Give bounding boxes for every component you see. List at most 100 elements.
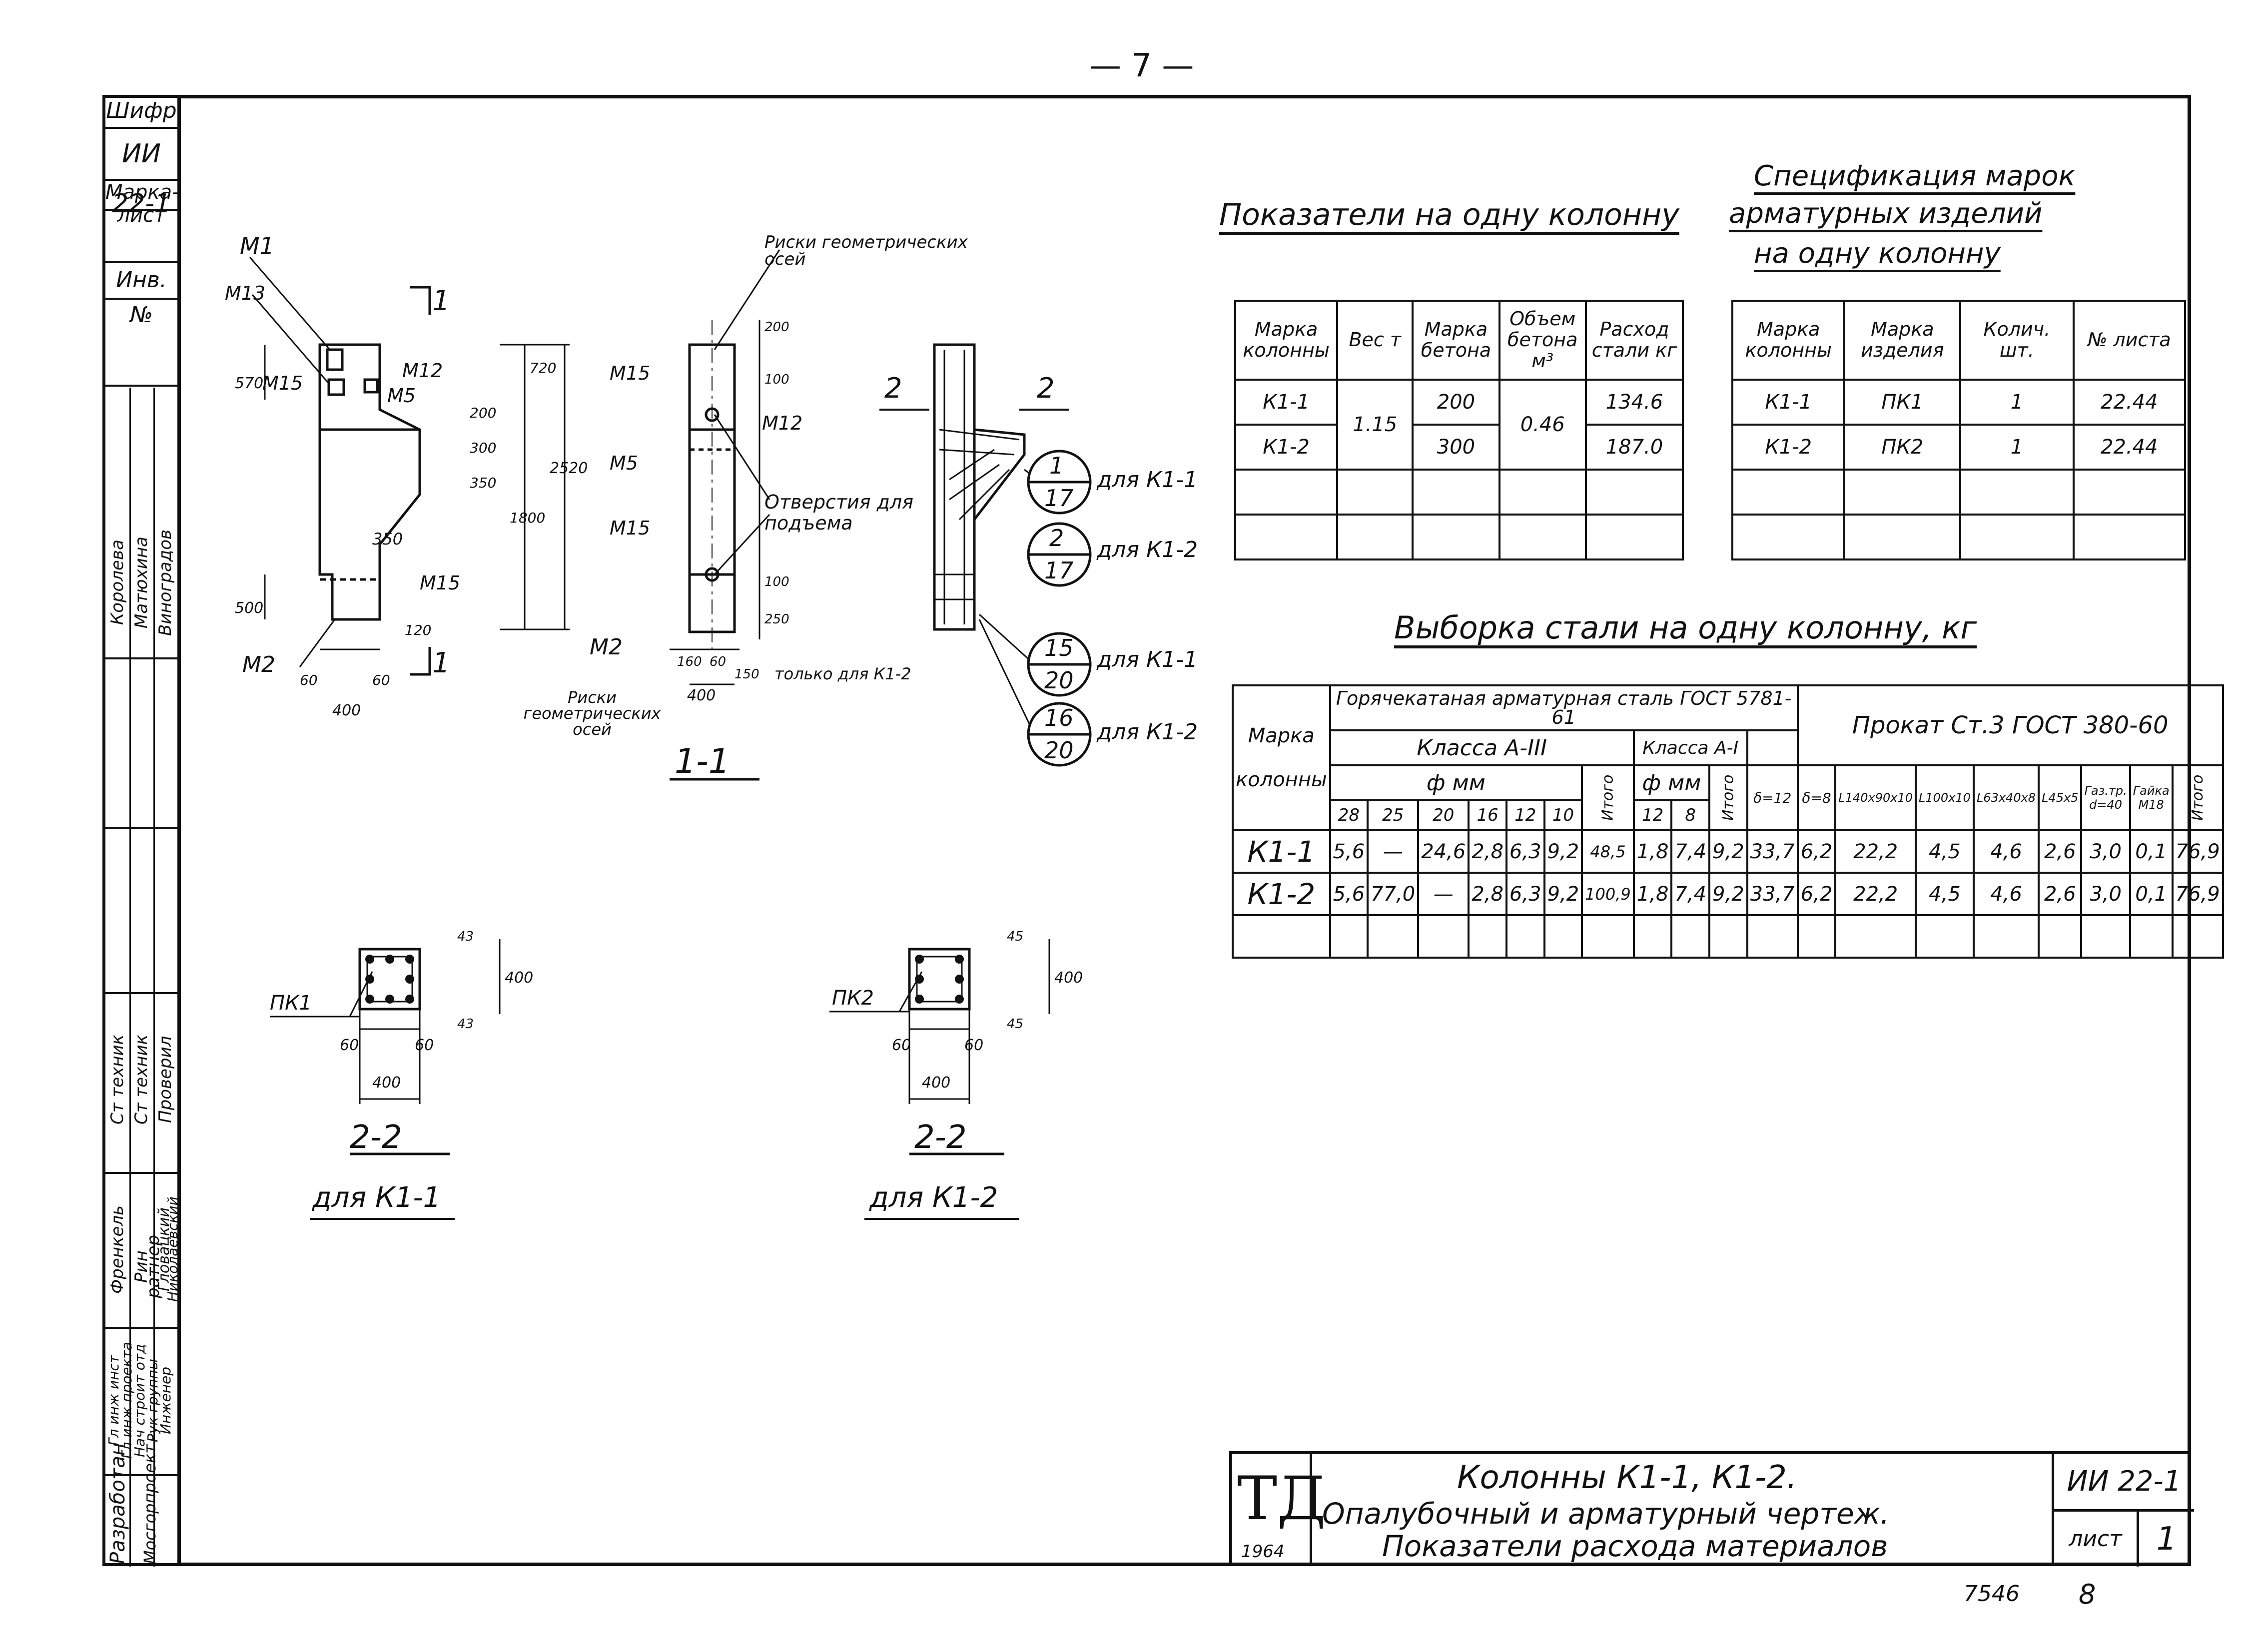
steel-cell: 100,9 [1581, 872, 1635, 916]
marka-list-empty [105, 211, 177, 263]
steel-cell-marka: К1-1 [1232, 829, 1331, 874]
inv-empty [105, 300, 177, 387]
embed-m12 [363, 378, 379, 394]
cross-2-dim-400v: 400 [1054, 969, 1083, 987]
label-m12: М12 [402, 360, 443, 382]
dim-160: 160 [677, 654, 702, 669]
callout-3-bottom: 20 [1044, 667, 1074, 694]
title-line1: Колонны К1-1, К1-2. [1457, 1459, 1797, 1496]
callout-3-label: для К1-1 [1097, 647, 1198, 672]
callout-1-top: 1 [1049, 452, 1064, 479]
label-lifting-holes: Отверстия для подъема [764, 491, 914, 534]
embed-m15 [327, 378, 345, 396]
steel-h-itogo-prokat: Итого [2172, 765, 2223, 830]
callout-4-label: для К1-2 [1097, 719, 1198, 745]
dim-720: 720 [530, 360, 557, 376]
steel-cell: 6,3 [1505, 872, 1545, 916]
steel-h-d8: δ=8 [1796, 764, 1837, 831]
steel-h-itogo-a1: Итого [1709, 765, 1747, 830]
steel-cell: 6,2 [1796, 872, 1837, 916]
steel-cell: 33,7 [1746, 872, 1799, 916]
footer-num2: 8 [2079, 1579, 2096, 1610]
steel-row-empty [1232, 914, 2224, 959]
steel-h-hot: Горячекатаная арматурная сталь ГОСТ 5781… [1329, 684, 1799, 731]
steel-cell: 9,2 [1708, 829, 1748, 874]
callout-2-top: 2 [1049, 525, 1064, 551]
spec-cell: 22.44 [2072, 424, 2187, 471]
label-axes-marks-top: Риски геометрических осей [764, 232, 968, 269]
steel-h-d12: δ=12 [1746, 764, 1799, 831]
title-logo: ТД [1237, 1464, 1326, 1534]
steel-cell: 0,1 [2129, 872, 2174, 916]
dim-100-side-b: 100 [764, 574, 789, 589]
steel-h-12: 12 [1505, 799, 1545, 831]
cross-1-title: 2-2 [350, 1119, 402, 1156]
steel-cell: 76,9 [2171, 872, 2224, 916]
steel-h-class3: Класса А-III [1329, 729, 1635, 766]
steel-h-phi-a1: ф мм [1632, 764, 1711, 801]
steel-h-l45: L45x5 [2038, 764, 2083, 831]
dim-100-side-a: 100 [764, 372, 789, 387]
dim-300: 300 [470, 440, 497, 456]
ind-cell: 134.6 [1584, 379, 1684, 426]
dim-60-b: 60 [372, 672, 390, 688]
title-year: 1964 [1241, 1542, 1285, 1562]
steel-cell: 2,8 [1468, 872, 1507, 916]
callout-2-bottom: 17 [1044, 557, 1074, 584]
title-line3: Показатели расхода материалов [1382, 1529, 1888, 1563]
cross-2-dim-45a: 45 [1007, 929, 1024, 944]
title-line2: Опалубочный и арматурный чертеж. [1322, 1497, 1890, 1531]
dim-200: 200 [470, 405, 497, 421]
steel-cell: 2,8 [1468, 829, 1507, 874]
section-mark-1-bottom: 1 [432, 647, 450, 679]
side-stamp: Шифр ИИ 22-1 Марка-лист Инв.№ Королева М… [102, 95, 181, 1567]
title-block: ТД 1964 Колонны К1-1, К1-2. Опалубочный … [1229, 1451, 2194, 1567]
steel-cell: 6,3 [1505, 829, 1545, 874]
steel-h-l140: L140x90x10 [1834, 764, 1917, 831]
label-side-m5: М5 [610, 452, 638, 474]
steel-h-marka: Марка колонны [1232, 684, 1331, 831]
steel-cell: — [1417, 872, 1470, 916]
ind-row-k1-1: К1-1 1.15 200 0.46 134.6 [1234, 379, 1684, 471]
callout-1-label: для К1-1 [1097, 467, 1198, 493]
steel-cell: 3,0 [2080, 872, 2131, 916]
spec-table: Марка колонны Марка изделия Колич. шт. №… [1731, 300, 2187, 560]
title-logo-cell: ТД 1964 [1232, 1454, 1326, 1566]
dim-60-a: 60 [300, 672, 318, 688]
steel-h-l63: L63x40x8 [1972, 764, 2040, 831]
section-mark-1-top: 1 [432, 285, 450, 317]
steel-cell: 33,7 [1746, 829, 1799, 874]
column-elevation-outline [318, 343, 421, 621]
title-code: ИИ 22-1 [2054, 1454, 2194, 1512]
dim-120: 120 [405, 622, 432, 638]
inv-label: Инв.№ [105, 263, 177, 328]
steel-cell: 9,2 [1543, 829, 1583, 874]
dim-400: 400 [332, 702, 361, 719]
steel-table: Марка колонны Горячекатаная арматурная с… [1232, 684, 2224, 959]
steel-cell: 48,5 [1581, 829, 1635, 874]
steel-cell: 5,6 [1329, 829, 1369, 874]
cross-1-dim-60a: 60 [340, 1037, 359, 1054]
steel-cell: 9,2 [1543, 872, 1583, 916]
spec-row-k1-2: К1-2 ПК2 1 22.44 [1731, 424, 2187, 471]
spec-h-kolich: Колич. шт. [1959, 300, 2075, 381]
title-text-cell: Колонны К1-1, К1-2. Опалубочный и армату… [1312, 1454, 1932, 1566]
ind-row-empty [1234, 514, 1684, 560]
steel-h-28: 28 [1329, 799, 1369, 831]
spec-cell: К1-1 [1731, 379, 1846, 426]
steel-cell: 24,6 [1417, 829, 1470, 874]
dim-250-side: 250 [764, 612, 789, 627]
section-1-1-outline [933, 343, 976, 631]
dim-400-side: 400 [687, 687, 716, 704]
label-m13: М13 [225, 282, 266, 304]
spec-h-izdelie: Марка изделия [1843, 300, 1962, 381]
steel-cell: 2,6 [2038, 829, 2083, 874]
steel-h-a1-8: 8 [1670, 799, 1711, 831]
ind-h-beton: Марка бетона [1412, 300, 1500, 381]
label-side-m2: М2 [590, 634, 623, 660]
cross-2-subtitle: для К1-2 [869, 1181, 998, 1214]
cross-2-mark: ПК2 [832, 987, 874, 1010]
ind-cell-obem: 0.46 [1498, 379, 1587, 471]
label-axes-marks-bottom: Риски геометрических осей [523, 688, 661, 739]
spec-row-empty [1731, 469, 2187, 516]
